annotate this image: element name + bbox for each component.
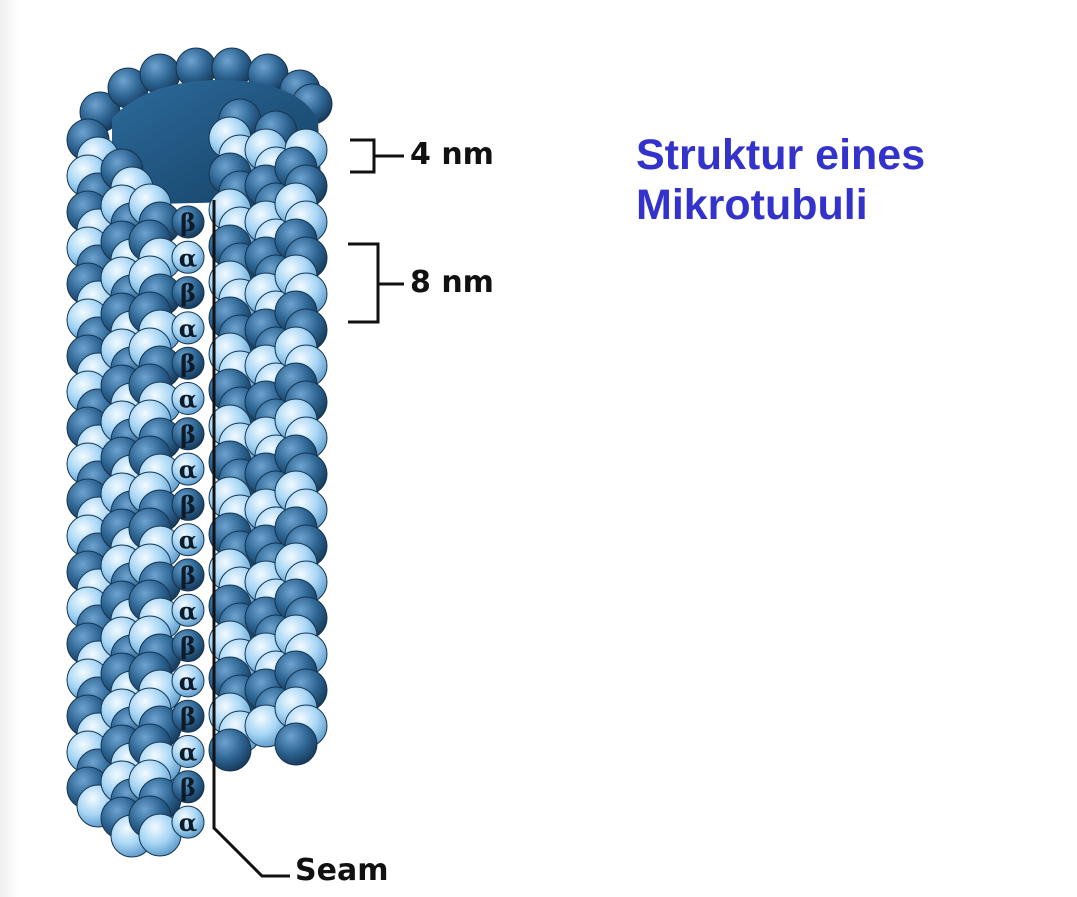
title-line-2: Mikrotubuli <box>636 181 868 229</box>
seam-label: Seam <box>295 853 389 888</box>
seam-alpha-sphere <box>171 805 205 839</box>
seam-beta-sphere <box>171 487 205 521</box>
seam-beta-sphere <box>171 276 205 310</box>
dimension-bracket <box>350 138 376 174</box>
dimension-label-8nm: 8 nm <box>410 265 494 300</box>
alpha-subunit-label: α <box>179 667 197 696</box>
seam-beta-sphere <box>171 770 205 804</box>
seam-alpha-sphere <box>171 664 205 698</box>
seam-alpha-sphere <box>171 523 205 557</box>
title-line-1: Struktur eines <box>636 131 926 179</box>
dimension-label-4nm: 4 nm <box>410 137 494 172</box>
beta-tubulin-sphere <box>208 728 252 772</box>
beta-subunit-label: β <box>180 279 196 308</box>
beta-subunit-label: β <box>180 349 196 378</box>
seam-beta-sphere <box>171 205 205 239</box>
beta-subunit-label: β <box>180 561 196 590</box>
seam-alpha-sphere <box>171 240 205 274</box>
tube-body <box>66 98 328 858</box>
seam-leader-line <box>212 818 290 878</box>
dimension-bracket <box>348 242 380 324</box>
alpha-subunit-label: α <box>179 596 197 625</box>
alpha-subunit-label: α <box>179 526 197 555</box>
seam-beta-sphere <box>171 558 205 592</box>
tube-top-ring <box>79 47 333 133</box>
beta-subunit-label: β <box>180 490 196 519</box>
seam-alpha-sphere <box>171 593 205 627</box>
alpha-subunit-label: α <box>179 808 197 837</box>
alpha-subunit-label: α <box>179 455 197 484</box>
beta-subunit-label: β <box>180 773 196 802</box>
seam-beta-sphere <box>171 629 205 663</box>
beta-subunit-label: β <box>180 208 196 237</box>
seam-beta-sphere <box>171 346 205 380</box>
alpha-subunit-label: α <box>179 738 197 767</box>
seam-alpha-sphere <box>171 382 205 415</box>
seam-alpha-sphere <box>171 735 205 768</box>
seam-alpha-sphere <box>171 311 205 345</box>
alpha-subunit-label: α <box>179 243 197 272</box>
beta-subunit-label: β <box>180 632 196 661</box>
beta-tubulin-sphere <box>274 722 318 766</box>
seam-alpha-sphere <box>171 452 205 486</box>
seam-beta-sphere <box>171 417 205 451</box>
beta-subunit-label: β <box>180 702 196 731</box>
page-title: Struktur eines Mikrotubuli <box>636 130 925 230</box>
left-edge-shading <box>0 0 18 897</box>
seam-beta-sphere <box>171 699 205 733</box>
beta-subunit-label: β <box>180 420 196 449</box>
alpha-subunit-label: α <box>179 385 197 414</box>
alpha-subunit-label: α <box>179 314 197 343</box>
